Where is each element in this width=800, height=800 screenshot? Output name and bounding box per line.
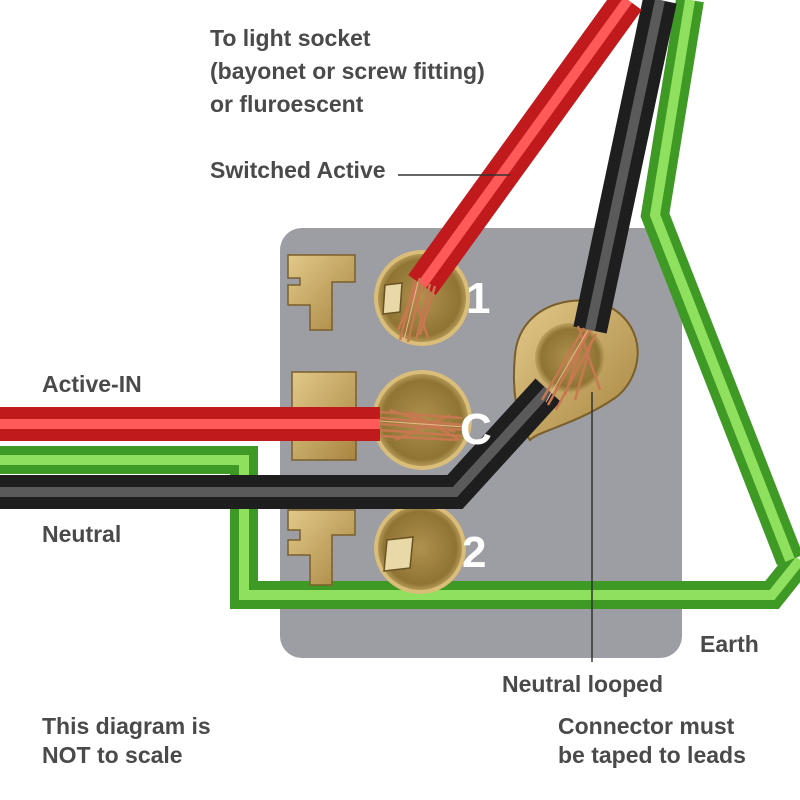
switched-active-wire [408, 0, 642, 295]
earth-label: Earth [700, 631, 759, 657]
neutral-label: Neutral [42, 521, 121, 547]
earth-wire [0, 0, 800, 609]
neutral-connector-cup [535, 323, 605, 393]
terminal-label-1: 1 [466, 274, 490, 323]
connector-note-line1: Connector must [558, 713, 735, 739]
connector-note-line2: be taped to leads [558, 742, 746, 768]
copper-highlights [379, 281, 589, 428]
light-socket-label-line3: or fluroescent [210, 91, 364, 117]
active-in-label: Active-IN [42, 371, 142, 397]
not-to-scale-line2: NOT to scale [42, 742, 183, 768]
neutral-wire [0, 0, 677, 509]
copper-strands [379, 277, 602, 442]
terminal-label-2: 2 [462, 528, 486, 577]
not-to-scale-line1: This diagram is [42, 713, 211, 739]
terminal-label-c: C [460, 405, 492, 454]
light-socket-label-line2: (bayonet or screw fitting) [210, 58, 485, 84]
switched-active-label: Switched Active [210, 157, 386, 183]
screw-slots [382, 282, 414, 572]
light-socket-label-line1: To light socket [210, 25, 371, 51]
neutral-looped-label: Neutral looped [502, 671, 663, 697]
